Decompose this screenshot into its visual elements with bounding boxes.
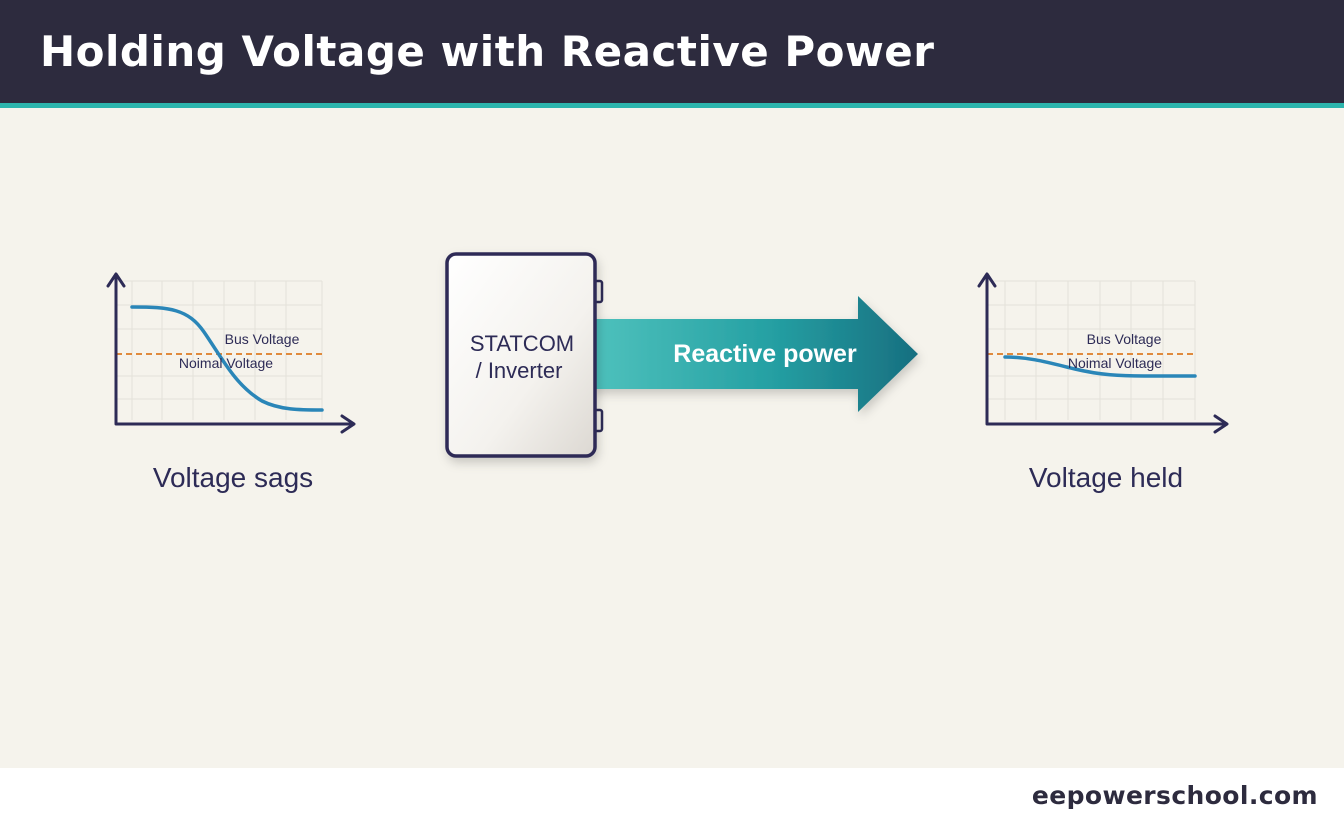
after-caption: Voltage held: [1029, 462, 1183, 493]
after-axes: [977, 272, 1229, 434]
diagram-canvas: [0, 108, 1344, 768]
device-label-line2: / Inverter: [476, 358, 563, 383]
page-title: Holding Voltage with Reactive Power: [40, 27, 935, 76]
header-bar: [0, 0, 1344, 103]
before-bus-voltage-curve: [130, 305, 324, 412]
reactive-power-label: Reactive power: [673, 340, 857, 368]
after-bus-voltage-curve: [1003, 355, 1197, 378]
device-cabinet: [445, 252, 597, 458]
footer-site-name: eepowerschool.com: [1031, 781, 1318, 810]
before-axes: [106, 272, 356, 434]
statcom-inverter-device: STATCOM / Inverter: [445, 252, 604, 458]
before-bus-voltage-label: Bus Voltage: [225, 331, 300, 347]
header-accent-stripe: [0, 103, 1344, 108]
footer-bar: eepowerschool.com: [0, 768, 1344, 825]
reactive-power-arrow: [590, 296, 918, 412]
before-caption: Voltage sags: [153, 462, 313, 493]
after-graph: Bus Voltage Noimal Voltage Voltage held: [977, 272, 1229, 493]
after-bus-voltage-label: Bus Voltage: [1087, 331, 1162, 347]
before-grid: [116, 280, 323, 420]
before-nominal-voltage-label: Noimal Voltage: [179, 355, 273, 371]
after-grid: [987, 280, 1196, 420]
after-nominal-voltage-label: Noimal Voltage: [1068, 355, 1162, 371]
before-graph: Bus Voltage Noimal Voltage Voltage sags: [106, 272, 356, 493]
device-label-line1: STATCOM: [470, 331, 574, 356]
